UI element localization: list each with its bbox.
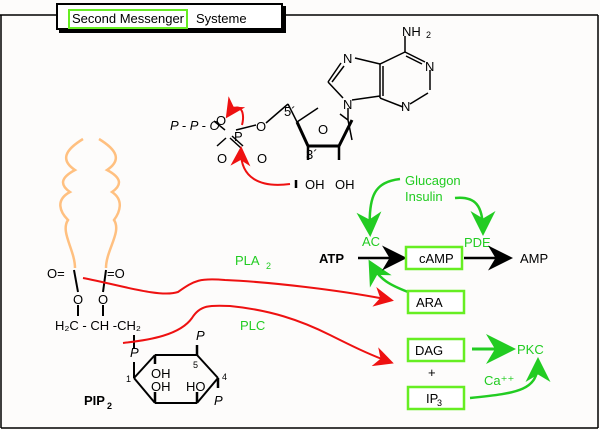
cleavage-arrow [225,96,246,126]
svg-text:OH: OH [151,379,171,394]
svg-text:N: N [401,99,410,114]
svg-text:P: P [130,345,139,360]
svg-text:PLC: PLC [240,318,265,333]
svg-text:PKC: PKC [517,342,544,357]
svg-text:ATP: ATP [319,251,344,266]
svg-text:PLA: PLA [235,253,260,268]
svg-text:ARA: ARA [416,295,443,310]
svg-text:AMP: AMP [520,251,548,266]
title-box: Second Messenger Systeme [56,3,283,30]
svg-text:N: N [343,51,352,66]
title-highlighted: Second Messenger [68,9,189,29]
svg-text:PIP: PIP [84,393,105,408]
svg-text:2: 2 [107,401,112,411]
svg-text:HO: HO [186,379,206,394]
svg-text:4: 4 [222,372,227,382]
svg-text:PDE: PDE [464,235,491,250]
ara-to-ac-arrow [368,259,409,294]
insulin-to-pde-arrow [454,196,496,236]
dag-box [406,337,466,363]
svg-text:5´: 5´ [284,104,296,119]
svg-text:=O: =O [107,266,125,281]
svg-text:O: O [318,122,328,137]
plc-arrow [122,304,394,367]
cyclization-arrow [230,146,291,186]
svg-text:OH: OH [151,366,171,381]
svg-text:Insulin: Insulin [405,189,443,204]
svg-text:N: N [425,59,434,74]
molecule-labels: NH 2 N N N N O O P O O O 5´ 3´ OH OH P -… [170,24,434,192]
ip3-to-pkc-arrow [469,357,551,400]
ip3-box [406,385,466,411]
svg-text:P: P [196,328,205,343]
svg-text:N: N [343,97,352,112]
svg-text:IP: IP [426,391,438,406]
svg-text:cAMP: cAMP [419,251,454,266]
enzyme-labels: PLA 2 PLC AC PDE PKC Glucagon Insulin [235,173,544,357]
svg-text:1: 1 [126,374,131,384]
svg-text:AC: AC [362,234,380,249]
camp-box [404,245,464,271]
svg-text:O: O [256,119,266,134]
svg-text:2: 2 [426,30,431,40]
svg-text:Ca⁺⁺: Ca⁺⁺ [484,373,514,388]
lipid-labels: O= =O O O H₂C - CH -CH₂ P P P 1 4 5 OH O… [47,266,227,411]
svg-text:NH: NH [402,24,421,39]
svg-text:O: O [257,151,267,166]
frame [0,14,599,429]
svg-text:O=: O= [47,266,65,281]
svg-text:5: 5 [193,360,198,370]
svg-text:O: O [216,113,226,128]
lipid-tails [59,137,121,269]
svg-text:P - P - O: P - P - O [170,118,220,133]
pla2-arrow [82,277,394,307]
adenine-structure [327,36,431,120]
svg-text:DAG: DAG [415,343,443,358]
svg-text:3: 3 [437,398,442,408]
ribose-structure [213,103,354,188]
svg-text:O: O [217,151,227,166]
svg-text:P: P [214,393,223,408]
svg-text:P: P [234,129,243,144]
svg-text:O: O [73,292,83,307]
svg-text:3´: 3´ [306,147,318,162]
svg-text:Glucagon: Glucagon [405,173,461,188]
svg-text:OH: OH [305,177,325,192]
svg-text:2: 2 [266,261,271,271]
svg-text:H₂C - CH -CH₂: H₂C - CH -CH₂ [55,318,141,333]
title-rest: Systeme [196,11,247,26]
svg-text:OH: OH [335,177,355,192]
svg-text:O: O [98,292,108,307]
ara-box [406,289,466,315]
glucagon-to-ac-arrow [356,177,401,237]
node-labels: ATP cAMP AMP ARA DAG + IP 3 Ca⁺⁺ [319,251,548,408]
svg-text:+: + [428,365,436,380]
